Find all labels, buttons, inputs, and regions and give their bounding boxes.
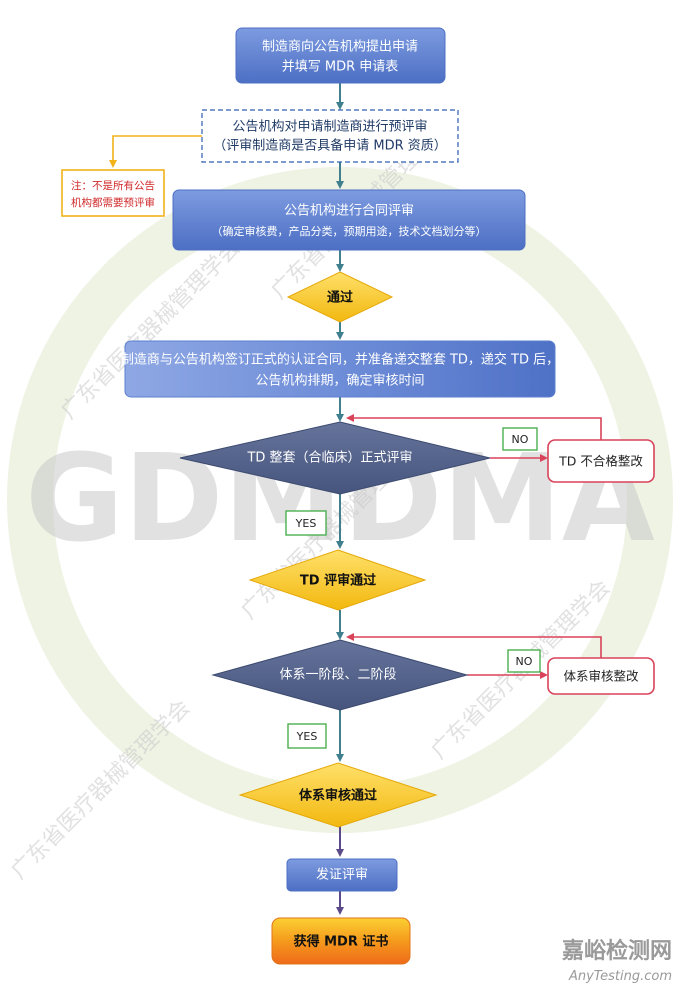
td-rectify-box: [547, 439, 655, 483]
fix1-text: TD 不合格整改: [558, 454, 643, 469]
decision1-label: TD 整套（合临床）正式评审: [246, 450, 412, 466]
yes2-box: [287, 723, 327, 749]
logo-main: 嘉峪检测网: [562, 938, 672, 964]
yes-label-1: YES: [285, 510, 327, 536]
step-submit-application: 制造商向公告机构提出申请 并填写 MDR 申请表: [235, 27, 446, 84]
pass1-diamond: [286, 271, 394, 323]
step4-line2: 公告机构排期，确定审核时间: [255, 374, 424, 389]
step1-line2: 并填写 MDR 申请表: [282, 60, 399, 75]
td-review-diamond: [179, 421, 491, 495]
note-box: [61, 169, 165, 217]
pass1-label: 通过: [327, 290, 353, 306]
decision-qms-audit: 体系一阶段、二阶段: [211, 639, 469, 711]
decision-td-review: TD 整套（合临床）正式评审: [179, 421, 491, 495]
step3-line1: 公告机构进行合同评审: [284, 204, 414, 219]
decision2-label: 体系一阶段、二阶段: [279, 668, 396, 683]
step-pre-review-box: [201, 109, 459, 163]
no2-box: [507, 649, 541, 673]
pass3-diamond: [238, 762, 438, 828]
decision-pass-contract: 通过: [286, 271, 394, 323]
step2-line1: 公告机构对申请制造商进行预评审: [232, 120, 427, 135]
qms-audit-diamond: [211, 639, 469, 711]
note-line2: 机构都需要预评审: [71, 196, 155, 209]
pass2-diamond: [248, 549, 427, 611]
cert-review-box: [286, 858, 398, 892]
step-sign-contract: 制造商与公告机构签订正式的认证合同，并准备递交整套 TD，递交 TD 后， 公告…: [121, 340, 559, 398]
loop2-return-arrow: [346, 633, 602, 658]
qms-rectify-box: [547, 657, 655, 695]
step-contract-review-box: [172, 189, 526, 251]
loop1-return-arrow: [346, 414, 602, 440]
decision-qms-pass: 体系审核通过: [238, 762, 438, 828]
step-td-rectify: TD 不合格整改: [547, 439, 655, 483]
step-sign-contract-box: [124, 340, 556, 398]
pass2-label: TD 评审通过: [300, 573, 376, 589]
yes1-box: [285, 510, 327, 536]
step6-text: 获得 MDR 证书: [294, 934, 389, 950]
step-pre-review: 公告机构对申请制造商进行预评审 （评审制造商是否具备申请 MDR 资质）: [201, 109, 459, 163]
decision-td-pass: TD 评审通过: [248, 549, 427, 611]
no1-box: [502, 427, 538, 451]
no-label-2: NO: [507, 649, 541, 673]
step-obtain-certificate: 获得 MDR 证书: [271, 917, 411, 965]
note-pre-review: 注：不是所有公告 机构都需要预评审: [61, 169, 165, 217]
no1-text: NO: [512, 433, 529, 446]
obtain-certificate-box: [271, 917, 411, 965]
note-arrow: [109, 135, 202, 168]
step4-line1: 制造商与公告机构签订正式的认证合同，并准备递交整套 TD，递交 TD 后，: [121, 352, 559, 368]
site-logo: 嘉峪检测网 AnyTesting.com: [562, 938, 672, 984]
no2-text: NO: [516, 655, 533, 668]
step-contract-review: 公告机构进行合同评审 （确定审核费，产品分类，预期用途，技术文档划分等）: [172, 189, 526, 251]
step-qms-rectify: 体系审核整改: [547, 657, 655, 695]
pass3-label: 体系审核通过: [299, 788, 377, 804]
step2-line2: （评审制造商是否具备申请 MDR 资质）: [213, 138, 447, 154]
step-submit-application-box: [235, 27, 446, 84]
connectors: [109, 83, 602, 915]
step5-text: 发证评审: [316, 867, 368, 883]
note-line1: 注：不是所有公告: [71, 179, 155, 192]
logo-sub: AnyTesting.com: [568, 969, 672, 984]
yes1-text: YES: [295, 517, 317, 530]
step-certification-review: 发证评审: [286, 858, 398, 892]
step3-line2: （确定审核费，产品分类，预期用途，技术文档划分等）: [212, 224, 487, 238]
yes2-text: YES: [296, 730, 318, 743]
no-label-1: NO: [502, 427, 538, 451]
fix2-text: 体系审核整改: [563, 669, 639, 684]
step1-line1: 制造商向公告机构提出申请: [262, 39, 418, 55]
yes-label-2: YES: [287, 723, 327, 749]
